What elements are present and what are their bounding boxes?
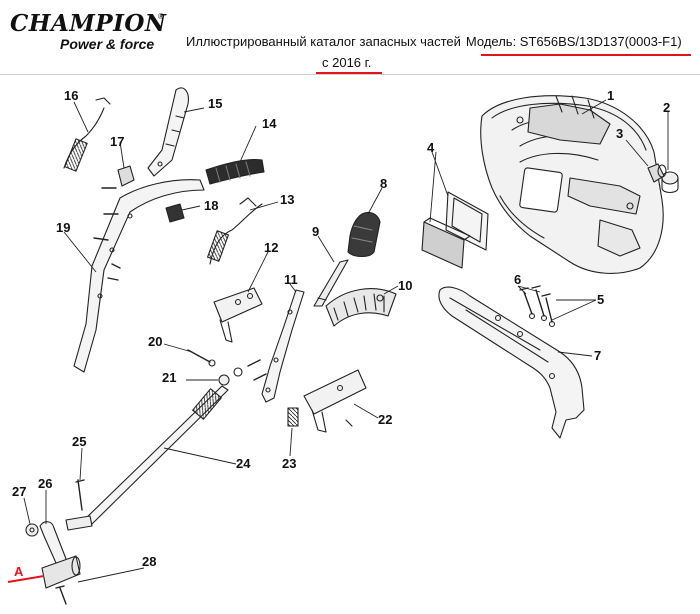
callout-28: 28 (142, 554, 156, 569)
brand-name: CHAMPION (10, 10, 167, 37)
callout-1: 1 (607, 88, 614, 103)
callout-12: 12 (264, 240, 278, 255)
part-20-bolt (187, 349, 216, 367)
part-5-6-bolts (519, 285, 556, 328)
model-underline (481, 54, 691, 56)
part-16-cable (63, 97, 111, 172)
callout-2: 2 (663, 100, 670, 115)
part-4-lens (421, 191, 489, 269)
marker-a: A (7, 564, 45, 583)
catalog-title-line: Иллюстрированный каталог запасных частей… (186, 34, 682, 49)
part-7-bracket (438, 286, 585, 439)
callout-10: 10 (398, 278, 412, 293)
callout-5: 5 (597, 292, 604, 307)
model-year: с 2016 г. (322, 55, 372, 70)
part-11-lever (261, 289, 305, 403)
part-17-clip (117, 165, 135, 187)
callout-16: 16 (64, 88, 78, 103)
callout-9: 9 (312, 224, 319, 239)
part-19-lower-handle (73, 179, 205, 373)
part-2-knob (661, 171, 679, 194)
callout-8: 8 (380, 176, 387, 191)
callout-19: 19 (56, 220, 70, 235)
year-underline (316, 72, 382, 74)
model-number: Модель: ST656BS/13D137(0003-F1) (465, 34, 682, 49)
marker-a-label: A (14, 564, 24, 579)
header-divider (0, 74, 700, 75)
part-26-crank (39, 521, 81, 589)
callout-13: 13 (280, 192, 294, 207)
part-15-upper-handle (147, 87, 189, 177)
callout-6: 6 (514, 272, 521, 287)
part-22-plate (303, 369, 367, 433)
part-18-clamp (165, 203, 185, 223)
callout-20: 20 (148, 334, 162, 349)
part-8-grip (347, 211, 381, 258)
callout-7: 7 (594, 348, 601, 363)
part-3-plug (647, 163, 667, 183)
callout-11: 11 (284, 272, 298, 287)
brand-tagline: Power & force (60, 36, 155, 52)
callout-4: 4 (427, 140, 435, 155)
part-12-plate (213, 287, 263, 343)
callout-27: 27 (12, 484, 26, 499)
part-10-gear-sector (325, 288, 397, 327)
registered-mark: ® (158, 12, 164, 21)
marker-a-line (7, 575, 45, 583)
callout-22: 22 (378, 412, 392, 427)
champion-logo: CHAMPION ® Power & force (8, 8, 168, 52)
callout-23: 23 (282, 456, 296, 471)
part-28-pin (55, 585, 67, 605)
part-1-engine-cover (480, 95, 664, 274)
callout-15: 15 (208, 96, 222, 111)
part-21-bushing (218, 359, 267, 386)
part-24-shaft (83, 385, 229, 525)
part-23-spring (287, 407, 299, 427)
callout-numbers: 1 2 3 4 5 6 7 8 9 10 11 12 13 14 15 16 1… (12, 88, 670, 569)
part-27-washer (25, 523, 39, 537)
callout-18: 18 (204, 198, 218, 213)
callout-24: 24 (236, 456, 251, 471)
leader-lines (23, 99, 669, 583)
part-13-cable (207, 197, 263, 265)
part-14-grip (205, 158, 265, 185)
part-25-pin (65, 479, 93, 531)
callout-17: 17 (110, 134, 124, 149)
callout-25: 25 (72, 434, 86, 449)
part-9-rod (313, 259, 349, 307)
callout-26: 26 (38, 476, 52, 491)
callout-21: 21 (162, 370, 176, 385)
callout-14: 14 (262, 116, 277, 131)
catalog-title: Иллюстрированный каталог запасных частей (186, 34, 461, 49)
callout-3: 3 (616, 126, 623, 141)
